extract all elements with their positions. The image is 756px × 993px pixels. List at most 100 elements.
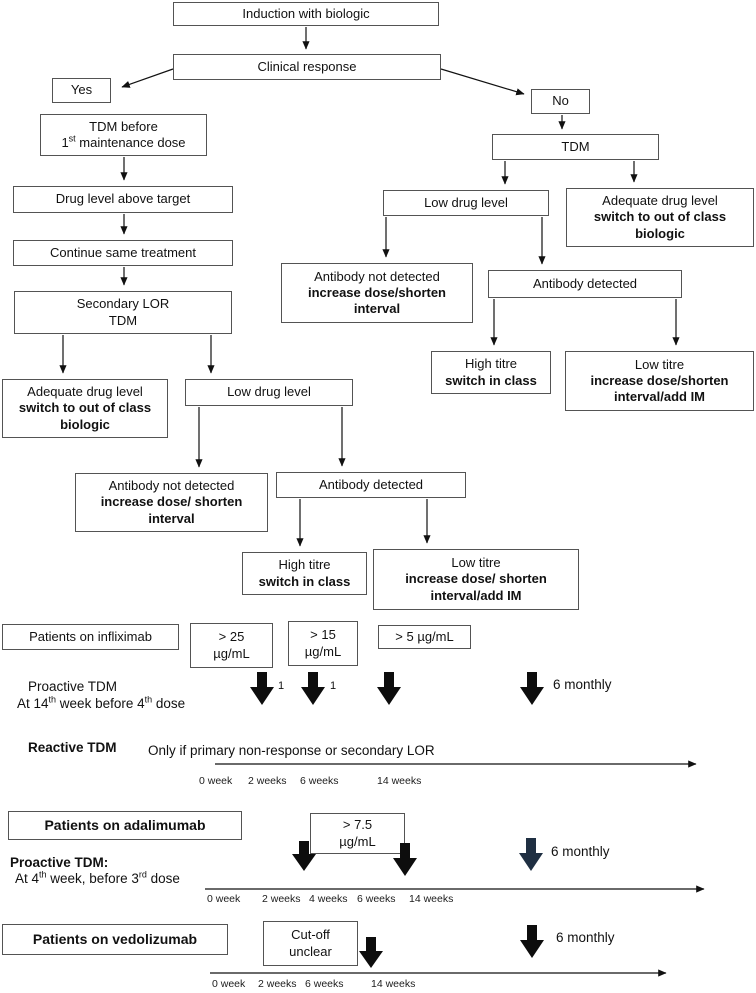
tick-label: 2 weeks: [262, 893, 301, 905]
block-arrow-down-icon: [250, 672, 274, 705]
ordinal-suffix: th: [39, 869, 47, 880]
threshold-75-line1: > 7.5: [342, 817, 373, 833]
node-tdm-before-maintenance: TDM before 1st maintenance dose: [40, 114, 207, 156]
node-low-drug-right-label: Low drug level: [424, 194, 508, 210]
node-tdm-before-line2: 1st maintenance dose: [61, 134, 186, 151]
node-tdm-before-line1: TDM before: [89, 118, 158, 134]
infliximab-proactive-detail: At 14th week before 4th dose: [17, 694, 186, 711]
node-ab-det-right-label: Antibody detected: [532, 275, 638, 291]
tick-label: 14 weeks: [409, 893, 454, 905]
node-high-titre-left-line2: switch in class: [258, 573, 351, 589]
cutoff-line2: unclear: [289, 943, 332, 959]
node-low-drug-left-label: Low drug level: [227, 384, 311, 400]
node-induction: Induction with biologic: [173, 2, 439, 26]
text-part: dose: [152, 696, 186, 711]
text-part: At 14: [17, 696, 49, 711]
adalimumab-threshold-box: > 7.5 µg/mL: [310, 813, 405, 854]
infliximab-threshold-5: > 5 µg/mL: [378, 625, 471, 649]
vedolizumab-patients-box: Patients on vedolizumab: [2, 924, 228, 955]
node-yes: Yes: [52, 78, 111, 103]
infliximab-threshold-15: > 15 µg/mL: [288, 621, 358, 666]
tick-label: 0 week: [207, 893, 241, 905]
node-tdm-label: TDM: [561, 138, 590, 154]
threshold-15-line1: > 15: [310, 627, 336, 643]
node-induction-label: Induction with biologic: [242, 5, 370, 21]
node-high-titre-left: High titre switch in class: [242, 552, 367, 595]
text-part: week before 4: [56, 696, 145, 711]
ordinal-suffix: th: [144, 694, 153, 705]
tick-label: 2 weeks: [248, 775, 287, 787]
connector-clinical-no: [440, 68, 525, 96]
node-adequate-left-line2: switch to out of class biologic: [18, 400, 152, 432]
ordinal-suffix: rd: [138, 869, 147, 880]
node-secondary-lor-tdm: Secondary LOR TDM: [14, 291, 232, 334]
arrow-footnote-1: 1: [278, 680, 285, 692]
node-low-titre-left-line1: Low titre: [451, 555, 501, 571]
block-arrow-down-navy-icon: [519, 838, 543, 871]
tick-label: 6 weeks: [357, 893, 396, 905]
text-part: dose: [146, 871, 180, 886]
node-adequate-drug-level-right: Adequate drug level switch to out of cla…: [566, 188, 754, 247]
node-continue-label: Continue same treatment: [50, 244, 196, 260]
node-antibody-detected-left: Antibody detected: [276, 472, 466, 498]
block-arrow-down-icon: [377, 672, 401, 705]
adalimumab-proactive-detail: At 4th week, before 3rd dose: [15, 869, 180, 886]
adalimumab-patients-box: Patients on adalimumab: [8, 811, 242, 840]
node-low-drug-level-right: Low drug level: [383, 190, 549, 216]
threshold-5-label: > 5 µg/mL: [395, 628, 454, 644]
tick-label: 14 weeks: [371, 978, 416, 990]
infliximab-proactive-title: Proactive TDM: [28, 679, 118, 694]
six-monthly-label: 6 monthly: [551, 844, 610, 859]
infliximab-patients-box: Patients on infliximab: [2, 624, 179, 650]
adalimumab-proactive-title: Proactive TDM:: [10, 855, 109, 870]
reactive-tdm-title: Reactive TDM: [28, 740, 117, 755]
threshold-75-line2: µg/mL: [339, 833, 376, 849]
node-low-titre-right-line2: increase dose/shorten interval/add IM: [590, 372, 729, 405]
threshold-25-line2: µg/mL: [213, 645, 250, 661]
connector-clinical-yes: [121, 68, 174, 88]
cutoff-line1: Cut-off: [291, 927, 330, 943]
node-ab-not-left-line1: Antibody not detected: [108, 478, 235, 494]
tick-label: 4 weeks: [309, 893, 348, 905]
node-ab-not-right-line1: Antibody not detected: [314, 268, 440, 284]
node-low-titre-right: Low titre increase dose/shorten interval…: [565, 351, 754, 411]
node-no: No: [531, 89, 590, 114]
node-low-titre-right-line1: Low titre: [634, 356, 685, 372]
tick-label: 6 weeks: [305, 978, 344, 990]
node-clinical-response-label: Clinical response: [257, 58, 357, 74]
node-tdm-before-rest: maintenance dose: [75, 135, 186, 150]
vedolizumab-cutoff-box: Cut-off unclear: [263, 921, 358, 966]
node-continue-same-treatment: Continue same treatment: [13, 240, 233, 266]
node-no-label: No: [552, 93, 569, 109]
vedolizumab-patients-label: Patients on vedolizumab: [32, 930, 198, 947]
text-part: At 4: [15, 871, 40, 886]
node-adequate-drug-level-left: Adequate drug level switch to out of cla…: [2, 379, 168, 438]
node-high-titre-right: High titre switch in class: [431, 351, 551, 394]
block-arrow-down-icon: [301, 672, 325, 705]
infliximab-threshold-25: > 25 µg/mL: [190, 623, 273, 668]
node-low-titre-left-line2: increase dose/ shorten interval/add IM: [405, 571, 547, 603]
node-antibody-not-detected-right: Antibody not detected increase dose/shor…: [281, 263, 473, 323]
threshold-15-line2: µg/mL: [304, 643, 342, 659]
node-drug-level-above-target: Drug level above target: [13, 186, 233, 213]
block-arrow-down-icon: [393, 843, 417, 876]
tick-label: 0 week: [212, 978, 246, 990]
node-clinical-response: Clinical response: [173, 54, 441, 80]
text-part: week, before 3: [46, 871, 139, 886]
node-high-titre-right-line2: switch in class: [445, 372, 537, 388]
infliximab-patients-label: Patients on infliximab: [29, 628, 152, 644]
node-low-drug-level-left: Low drug level: [185, 379, 353, 406]
ordinal-suffix: th: [48, 694, 57, 705]
node-high-titre-left-line1: High titre: [278, 557, 331, 573]
six-monthly-label: 6 monthly: [556, 930, 615, 945]
adalimumab-patients-label: Patients on adalimumab: [44, 816, 206, 833]
reactive-tdm-note: Only if primary non-response or secondar…: [148, 743, 435, 758]
node-secondary-lor-line2: TDM: [108, 312, 138, 328]
node-low-titre-left: Low titre increase dose/ shorten interva…: [373, 549, 579, 610]
threshold-25-line1: > 25: [218, 629, 245, 645]
node-antibody-not-detected-left: Antibody not detected increase dose/ sho…: [75, 473, 268, 532]
block-arrow-down-icon: [520, 672, 544, 705]
node-adequate-left-line1: Adequate drug level: [27, 384, 143, 400]
node-high-titre-right-line1: High titre: [464, 356, 518, 372]
node-tdm: TDM: [492, 134, 659, 160]
